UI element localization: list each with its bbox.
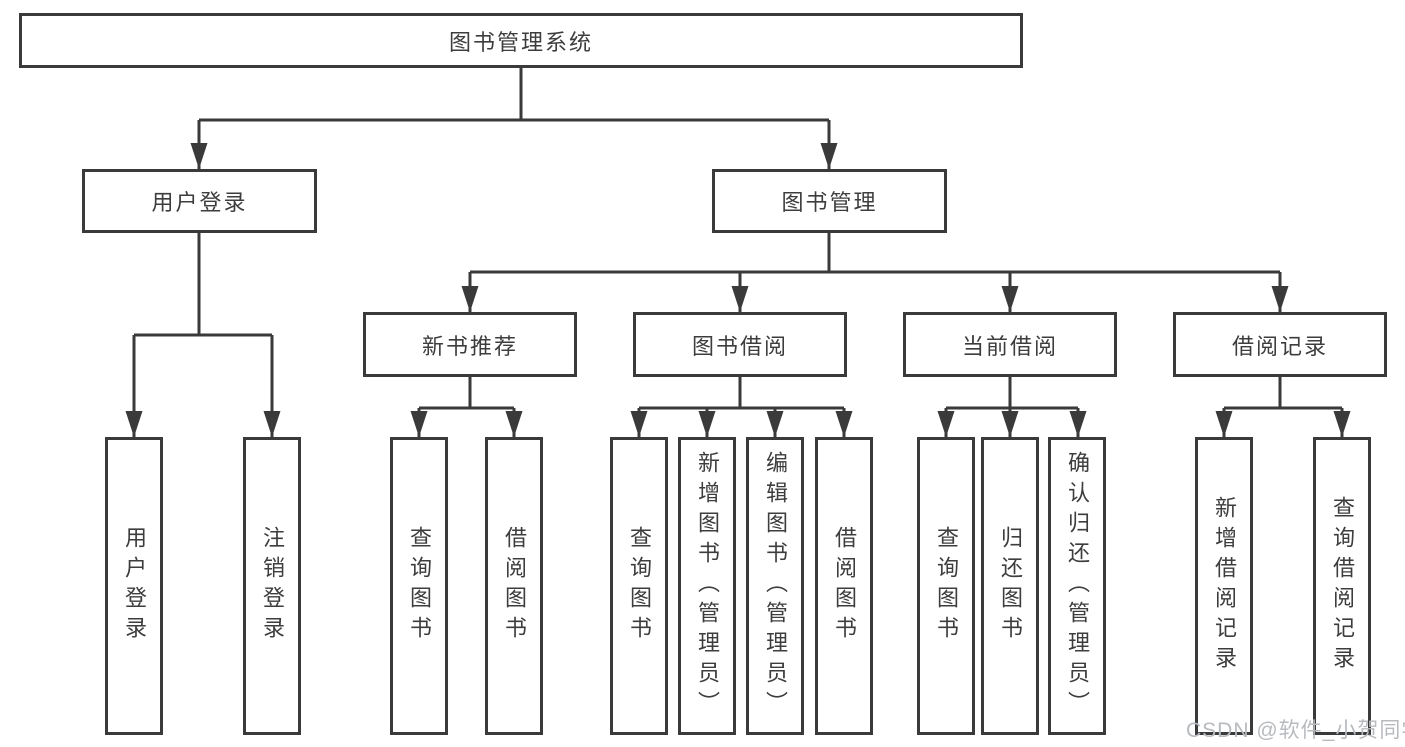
node-label: 查询图书	[407, 526, 432, 646]
node-label: 新书推荐	[421, 333, 518, 359]
arrow-down-icon	[190, 143, 208, 169]
leaf-borrow-books-borrowing: 借阅图书	[815, 437, 873, 735]
arrow-down-icon	[731, 286, 749, 312]
leaf-edit-book-admin: 编辑图书（管理员）	[746, 437, 804, 735]
node-label: 借阅图书	[832, 526, 857, 646]
leaf-logout: 注销登录	[243, 437, 301, 735]
arrow-down-icon	[505, 411, 523, 437]
leaf-query-books-recommend: 查询图书	[390, 437, 448, 735]
leaf-add-book-admin: 新增图书（管理员）	[678, 437, 736, 735]
arrow-down-icon	[410, 411, 428, 437]
node-label: 查询借阅记录	[1330, 496, 1355, 676]
node-label: 确认归还（管理员）	[1065, 451, 1090, 721]
arrow-down-icon	[630, 411, 648, 437]
node-library-system: 图书管理系统	[19, 13, 1023, 68]
arrow-down-icon	[461, 286, 479, 312]
node-label: 图书管理	[781, 190, 878, 215]
arrow-down-icon	[835, 411, 853, 437]
leaf-return-books: 归还图书	[981, 437, 1039, 735]
arrow-down-icon	[1001, 286, 1019, 312]
arrow-down-icon	[820, 143, 838, 169]
node-label: 注销登录	[260, 526, 285, 646]
node-label: 图书借阅	[691, 333, 788, 359]
leaf-borrow-books-recommend: 借阅图书	[485, 437, 543, 735]
node-label: 查询图书	[934, 526, 959, 646]
node-label: 用户登录	[122, 526, 147, 646]
arrow-down-icon	[1001, 411, 1019, 437]
node-label: 当前借阅	[961, 333, 1058, 359]
node-book-management: 图书管理	[712, 169, 947, 233]
node-label: 借阅图书	[502, 526, 527, 646]
node-current-borrowing: 当前借阅	[903, 312, 1117, 377]
arrow-down-icon	[766, 411, 784, 437]
node-label: 图书管理系统	[448, 29, 593, 55]
arrow-down-icon	[1215, 411, 1233, 437]
arrow-down-icon	[125, 411, 143, 437]
arrow-down-icon	[1069, 411, 1087, 437]
leaf-query-books-current: 查询图书	[917, 437, 975, 735]
node-label: 查询图书	[627, 526, 652, 646]
node-book-borrowing: 图书借阅	[633, 312, 847, 377]
node-label: 新增借阅记录	[1212, 496, 1237, 676]
node-user-login: 用户登录	[82, 169, 317, 233]
node-new-book-recommendation: 新书推荐	[363, 312, 577, 377]
node-label: 借阅记录	[1231, 333, 1328, 359]
leaf-user-login: 用户登录	[105, 437, 163, 735]
arrow-down-icon	[698, 411, 716, 437]
node-borrowing-records: 借阅记录	[1173, 312, 1387, 377]
leaf-confirm-return-admin: 确认归还（管理员）	[1048, 437, 1106, 735]
arrow-down-icon	[1271, 286, 1289, 312]
csdn-watermark: CSDN @软件_小贺同学	[1186, 719, 1405, 742]
leaf-query-books-borrowing: 查询图书	[610, 437, 668, 735]
leaf-query-borrow-record: 查询借阅记录	[1313, 437, 1371, 735]
node-label: 用户登录	[151, 190, 248, 215]
node-label: 新增图书（管理员）	[695, 451, 720, 721]
arrow-down-icon	[937, 411, 955, 437]
node-label: 归还图书	[998, 526, 1023, 646]
arrow-down-icon	[1333, 411, 1351, 437]
leaf-add-borrow-record: 新增借阅记录	[1195, 437, 1253, 735]
node-label: 编辑图书（管理员）	[763, 451, 788, 721]
arrow-down-icon	[263, 411, 281, 437]
